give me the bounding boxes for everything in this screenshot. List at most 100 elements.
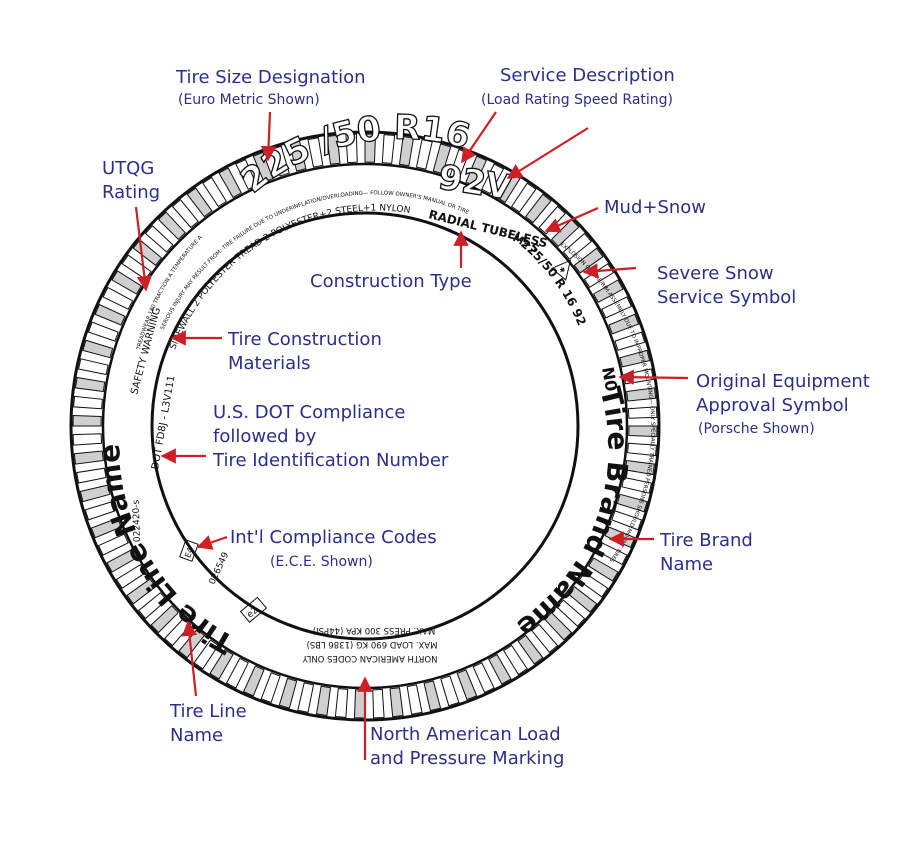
label-tire-size-designation: Tire Size Designation xyxy=(175,67,366,88)
tread-block xyxy=(415,139,433,170)
tread-block xyxy=(72,414,102,427)
tread-block xyxy=(472,662,495,694)
tread-block xyxy=(144,224,174,253)
tread-block xyxy=(137,592,168,620)
tread-block xyxy=(84,501,116,521)
tread-block xyxy=(544,612,573,641)
label-severe-snow-symbol: Service Symbol xyxy=(657,287,796,308)
tread-block xyxy=(616,493,648,513)
tread-block xyxy=(260,672,281,704)
label-original-equipment: Original Equipment xyxy=(696,371,870,392)
tread-block xyxy=(614,331,646,351)
callout-arrows xyxy=(134,111,689,760)
tread-block xyxy=(72,433,103,446)
tread-block xyxy=(562,232,593,260)
severe-snow-symbol: ✱ xyxy=(551,259,572,281)
arrow-service-description xyxy=(461,111,497,164)
tread-block xyxy=(150,605,179,634)
tread-block xyxy=(398,135,415,167)
label-dot-compliance: U.S. DOT Compliance xyxy=(213,402,405,423)
tread-block xyxy=(588,557,619,582)
tread-block xyxy=(326,134,341,165)
tread-block xyxy=(488,653,512,685)
tread-block xyxy=(74,376,106,393)
tread-block xyxy=(619,349,651,368)
tread-block xyxy=(193,639,219,670)
tread-block xyxy=(573,247,604,274)
tread-block xyxy=(79,484,111,503)
label-service-description: Service Description xyxy=(500,65,675,86)
tread-block xyxy=(171,198,199,229)
tread-block xyxy=(624,459,656,476)
tread-block xyxy=(225,657,249,689)
tread-block xyxy=(423,680,442,712)
tread-block xyxy=(556,599,586,628)
tread-block xyxy=(186,187,213,218)
e4-box: E4 xyxy=(179,539,199,562)
tread-block xyxy=(364,133,377,163)
tread-block xyxy=(345,133,358,164)
svg-text:E4: E4 xyxy=(183,546,195,559)
na-line-2-text: MAX. LOAD 690 KG (1386 LBS) xyxy=(307,639,438,649)
tread-block xyxy=(567,586,598,613)
tread-block xyxy=(126,578,157,605)
tread-block xyxy=(531,623,559,654)
tread-block xyxy=(628,425,658,438)
label-tire-line-name: Name xyxy=(170,725,223,746)
arrow-tire-line xyxy=(181,620,198,697)
tread-block xyxy=(307,137,324,168)
na-line-3-text: NORTH AMERICAN CODES ONLY xyxy=(302,653,438,663)
label-euro-metric-shown: (Euro Metric Shown) xyxy=(178,92,320,108)
tread-block xyxy=(353,689,366,719)
tread-block xyxy=(372,688,385,719)
tread-block xyxy=(611,510,643,531)
tread-block xyxy=(90,517,122,539)
tread-block xyxy=(157,211,186,240)
tread-block xyxy=(78,358,109,376)
tread-block xyxy=(102,286,134,310)
label-na-pressure: and Pressure Marking xyxy=(370,748,564,769)
tread-block xyxy=(76,467,107,484)
arrow-service-description-2 xyxy=(506,127,589,179)
tread-block xyxy=(389,687,404,718)
label-tire-brand: Tire Brand xyxy=(659,530,753,551)
tread-block xyxy=(465,155,488,187)
tread-block xyxy=(278,677,298,709)
tread-block xyxy=(315,685,332,717)
tread-block xyxy=(503,644,528,676)
tread-block xyxy=(87,321,119,342)
arrow-utqg xyxy=(134,206,152,292)
label-construction-materials: Tire Construction xyxy=(227,329,382,350)
tread-block xyxy=(115,564,147,589)
tread-block xyxy=(242,665,265,697)
tread-block xyxy=(525,193,552,224)
label-construction-type: Construction Type xyxy=(310,271,472,292)
oe-approval-symbol-text: N0 xyxy=(598,365,621,392)
tread-block xyxy=(596,542,628,566)
tread-block xyxy=(235,158,258,190)
tread-block xyxy=(97,533,129,556)
tread-block xyxy=(288,140,307,172)
ece-code-1-text: 022420-s xyxy=(132,499,143,542)
tread-block xyxy=(209,649,234,680)
tread-block xyxy=(406,684,423,715)
tread-block xyxy=(178,628,205,659)
tread-block xyxy=(73,450,104,465)
label-tire-brand-name: Name xyxy=(660,554,713,575)
label-ece-shown: (E.C.E. Shown) xyxy=(270,554,373,570)
tread-block xyxy=(551,218,580,247)
tread-block xyxy=(481,163,505,195)
tread-block xyxy=(94,303,126,326)
label-followed-by: followed by xyxy=(213,426,317,447)
tread-block xyxy=(334,688,349,718)
tread-blocks xyxy=(72,133,658,719)
tread-block xyxy=(456,669,478,701)
tread-block xyxy=(627,442,657,457)
label-tire-identification-number: Tire Identification Number xyxy=(212,450,449,471)
tread-block xyxy=(297,682,315,713)
label-approval-symbol: Approval Symbol xyxy=(696,395,849,416)
tread-block xyxy=(608,313,640,335)
tread-block xyxy=(627,406,658,419)
tread-block xyxy=(381,134,396,164)
